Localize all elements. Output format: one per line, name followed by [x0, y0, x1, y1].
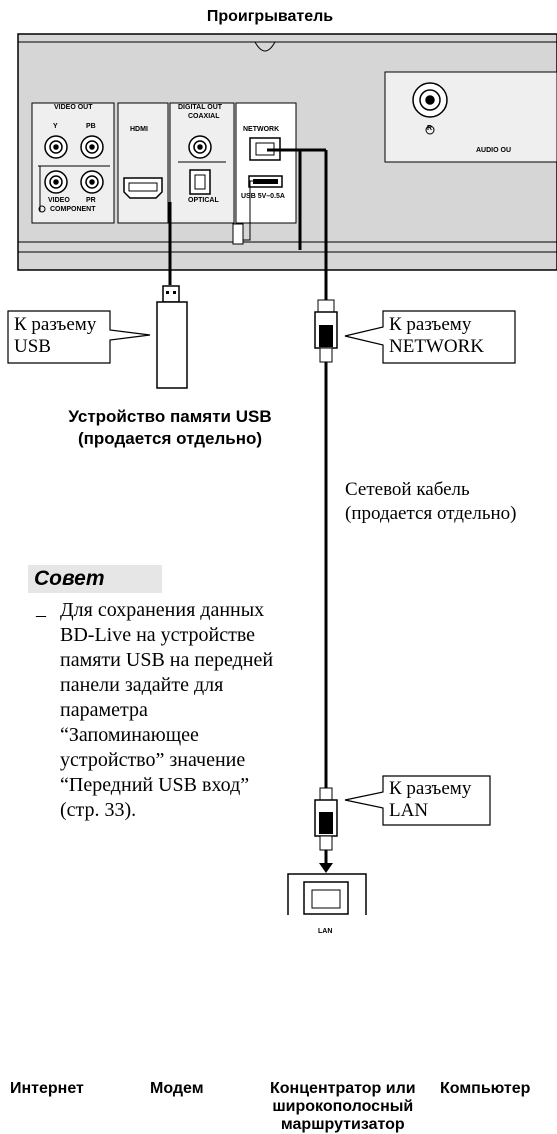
lan-port-box: [287, 873, 367, 915]
network-plug-bottom: [314, 787, 338, 851]
label-audio-out: AUDIO OU: [476, 147, 511, 154]
label-r: R: [427, 125, 433, 132]
connection-diagram: [7, 33, 557, 915]
device-internet: Интернет: [10, 1080, 84, 1097]
label-lan-port: LAN: [318, 928, 333, 935]
label-network: NETWORK: [243, 126, 280, 133]
usb-device-caption: Устройство памяти USB(продается отдельно…: [68, 407, 272, 448]
tip-text: Для сохранения данных BD-Live на устройс…: [60, 599, 274, 821]
label-usb: USB 5V–0.5A: [241, 193, 285, 200]
label-video: VIDEO: [48, 197, 70, 204]
label-digital-out: DIGITAL OUT: [178, 104, 223, 111]
label-hdmi: HDMI: [130, 126, 148, 133]
network-plug-top: [314, 299, 338, 363]
usb-stick-drawing: [156, 285, 188, 389]
device-computer: Компьютер: [440, 1080, 531, 1097]
network-cable-caption: Сетевой кабель(продается отдельно): [345, 479, 517, 524]
label-optical: OPTICAL: [188, 197, 219, 204]
player-title: Проигрыватель: [206, 8, 334, 25]
label-coaxial: COAXIAL: [188, 113, 220, 120]
device-modem: Модем: [150, 1080, 204, 1097]
label-component: COMPONENT: [50, 206, 96, 213]
label-y: Y: [53, 123, 58, 130]
label-pr: PR: [86, 197, 96, 204]
tip-dash: –: [36, 604, 46, 626]
label-pb: PB: [86, 123, 96, 130]
label-video-out: VIDEO OUT: [54, 104, 93, 111]
tip-title: Совет: [28, 565, 162, 593]
player-rear-panel: [17, 33, 557, 271]
